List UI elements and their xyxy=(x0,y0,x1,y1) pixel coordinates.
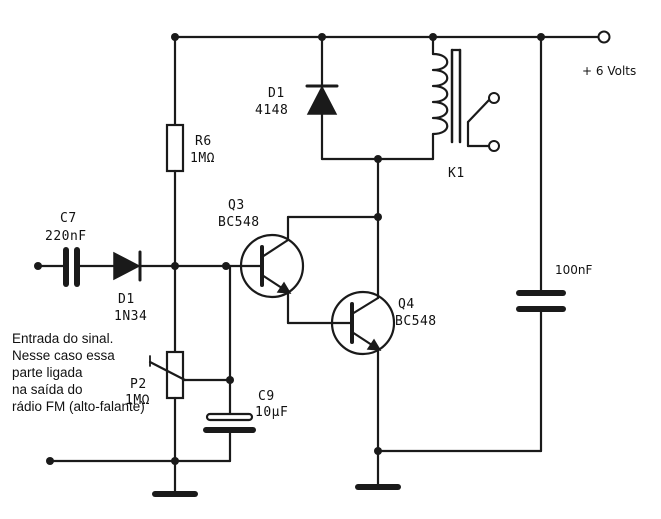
capacitor-100nf xyxy=(516,35,566,453)
q4-ref: Q4 xyxy=(398,297,415,312)
p2-ref: P2 xyxy=(130,377,147,392)
q4-value: BC548 xyxy=(395,314,437,329)
signal-input-note: Entrada do sinal. Nesse caso essa parte … xyxy=(12,330,187,415)
note-line: parte ligada xyxy=(12,365,83,380)
diode-1n34-symbol xyxy=(113,251,141,281)
c9-value: 10µF xyxy=(255,405,288,420)
d1-input-value: 1N34 xyxy=(114,309,147,324)
k1-ref: K1 xyxy=(448,166,465,181)
note-line: na saída do xyxy=(12,382,83,397)
note-line: rádio FM (alto-falante) xyxy=(12,399,145,414)
c7-value: 220nF xyxy=(45,229,87,244)
resistor-r6 xyxy=(165,35,185,268)
q3-value: BC548 xyxy=(218,215,260,230)
input-stage xyxy=(34,247,243,287)
d1-relay-value: 4148 xyxy=(255,103,288,118)
d1-relay-ref: D1 xyxy=(268,86,285,101)
note-line: Nesse caso essa xyxy=(12,348,115,363)
c-supply-value: 100nF xyxy=(555,263,593,277)
diode-4148 xyxy=(305,35,435,163)
r6-value: 1MΩ xyxy=(190,151,215,166)
d1-input-ref: D1 xyxy=(118,292,135,307)
supply-rail xyxy=(171,30,611,44)
q3-ref: Q3 xyxy=(228,198,245,213)
capacitor-c9 xyxy=(203,264,256,463)
r6-ref: R6 xyxy=(195,134,212,149)
transistor-q4 xyxy=(330,157,396,453)
note-line: Entrada do sinal. xyxy=(12,331,114,346)
supply-terminal xyxy=(597,30,611,44)
c7-ref: C7 xyxy=(60,211,77,226)
supply-label: + 6 Volts xyxy=(582,64,636,78)
c9-ref: C9 xyxy=(258,389,275,404)
transistor-q3 xyxy=(239,215,380,325)
p2-value: 1MΩ xyxy=(125,393,150,408)
relay-k1 xyxy=(431,35,500,161)
ground-rail xyxy=(46,447,543,497)
